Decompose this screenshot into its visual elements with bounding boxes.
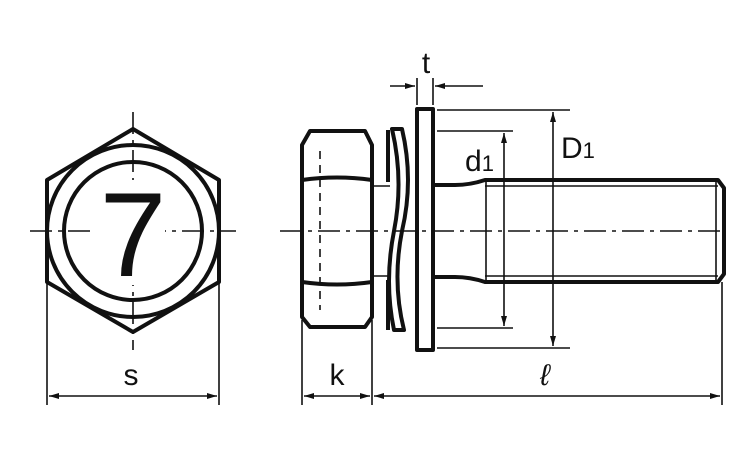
head-mark: 7 bbox=[100, 168, 167, 302]
label-s: s bbox=[124, 359, 139, 392]
threaded-shank bbox=[433, 178, 726, 284]
hex-head-side bbox=[300, 129, 374, 329]
head-front-view: 7 bbox=[30, 112, 236, 350]
dimension-k: k bbox=[301, 320, 373, 405]
dimension-length: ℓ bbox=[374, 282, 723, 405]
flat-washer bbox=[415, 107, 435, 352]
label-k: k bbox=[330, 359, 346, 392]
label-t: t bbox=[422, 47, 431, 80]
spring-washer bbox=[387, 127, 410, 332]
label-D1: D1 bbox=[561, 132, 595, 165]
dimension-d1: d1 bbox=[437, 130, 513, 329]
dimension-D1: D1 bbox=[437, 109, 595, 349]
label-length: ℓ bbox=[539, 359, 551, 392]
dimension-t: t bbox=[390, 47, 483, 105]
bolt-side-view bbox=[280, 107, 726, 352]
dimension-s: s bbox=[46, 282, 220, 405]
label-d1: d1 bbox=[465, 145, 494, 178]
